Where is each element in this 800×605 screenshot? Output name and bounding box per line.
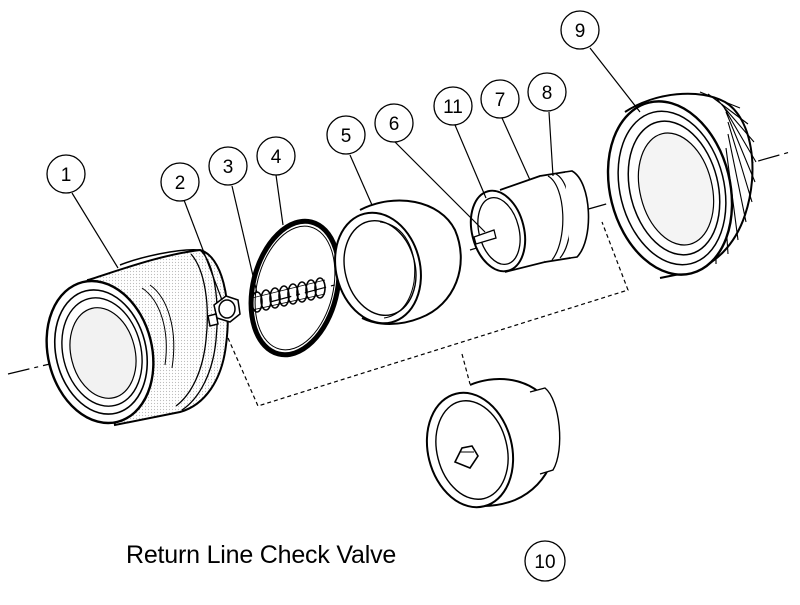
part-9-union-nut — [606, 91, 757, 279]
part-10-assembled-check-valve — [425, 378, 561, 509]
callout-5-label: 5 — [341, 126, 352, 147]
kit-bracket — [227, 221, 629, 407]
callout-2: 2 — [160, 162, 200, 202]
callout-11-label: 11 — [443, 97, 463, 118]
part-5-ball-housing — [334, 199, 462, 325]
part-4-o-ring — [248, 218, 342, 358]
callout-1: 1 — [46, 154, 86, 194]
callout-3: 3 — [208, 146, 248, 186]
leader-lines — [71, 47, 641, 301]
callout-4: 4 — [256, 136, 296, 176]
part-2-nut — [207, 295, 241, 327]
part-1-threaded-body — [45, 248, 229, 427]
callout-1-label: 1 — [61, 165, 72, 186]
callout-3-label: 3 — [223, 157, 234, 178]
callout-8-label: 8 — [542, 83, 553, 104]
diagram-caption: Return Line Check Valve — [126, 541, 397, 569]
callout-10: 10 — [524, 540, 566, 582]
callout-11: 11 — [433, 86, 473, 126]
callout-8: 8 — [527, 72, 567, 112]
callout-9-label: 9 — [575, 21, 586, 42]
part-7-8-11-flapper-assembly — [469, 170, 590, 273]
callout-2-label: 2 — [175, 173, 186, 194]
callout-6-label: 6 — [389, 114, 400, 135]
part-3-spring — [251, 277, 326, 313]
callout-10-label: 10 — [534, 552, 555, 573]
callout-5: 5 — [326, 115, 366, 155]
callout-7: 7 — [480, 79, 520, 119]
callout-6: 6 — [374, 103, 414, 143]
callout-9: 9 — [560, 10, 600, 50]
callout-4-label: 4 — [271, 147, 282, 168]
callout-7-label: 7 — [495, 90, 506, 111]
